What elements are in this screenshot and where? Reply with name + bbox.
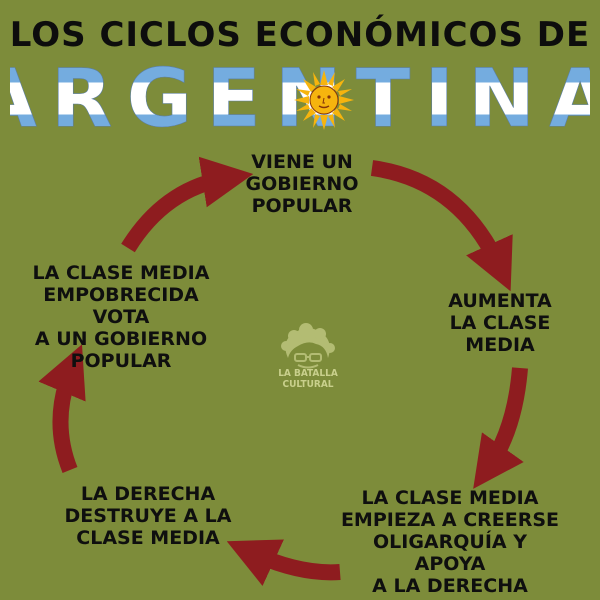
cycle-step-derecha-destruye: LA DERECHA DESTRUYE A LA CLASE MEDIA [64, 483, 232, 549]
logo-text: LA BATALLA CULTURAL [278, 368, 338, 390]
arrow-left [38, 344, 86, 473]
cycle-step-clase-media-apoya-derecha: LA CLASE MEDIA EMPIEZA A CREERSE OLIGARQ… [340, 487, 560, 597]
page-title: LOS CICLOS ECONÓMICOS DE [9, 15, 591, 55]
cycle-step-aumenta-clase-media: AUMENTA LA CLASE MEDIA [448, 290, 552, 356]
argentina-flag-text: ARGENTINA [10, 56, 590, 136]
argentina-banner: ARGENTINA [10, 56, 590, 136]
cycle-step-clase-media-empobrecida: LA CLASE MEDIA EMPOBRECIDA VOTA A UN GOB… [32, 262, 210, 372]
cycle-step-gobierno-popular: VIENE UN GOBIERNO POPULAR [245, 151, 359, 217]
sun-of-may-icon [294, 70, 354, 130]
arrow-bottom [226, 539, 341, 586]
subtitle-text: ARGENTINA [10, 56, 590, 136]
la-batalla-cultural-logo [281, 323, 335, 369]
arrow-top-left [121, 156, 254, 253]
arrow-right [473, 367, 528, 489]
arrow-top-right [370, 160, 513, 292]
